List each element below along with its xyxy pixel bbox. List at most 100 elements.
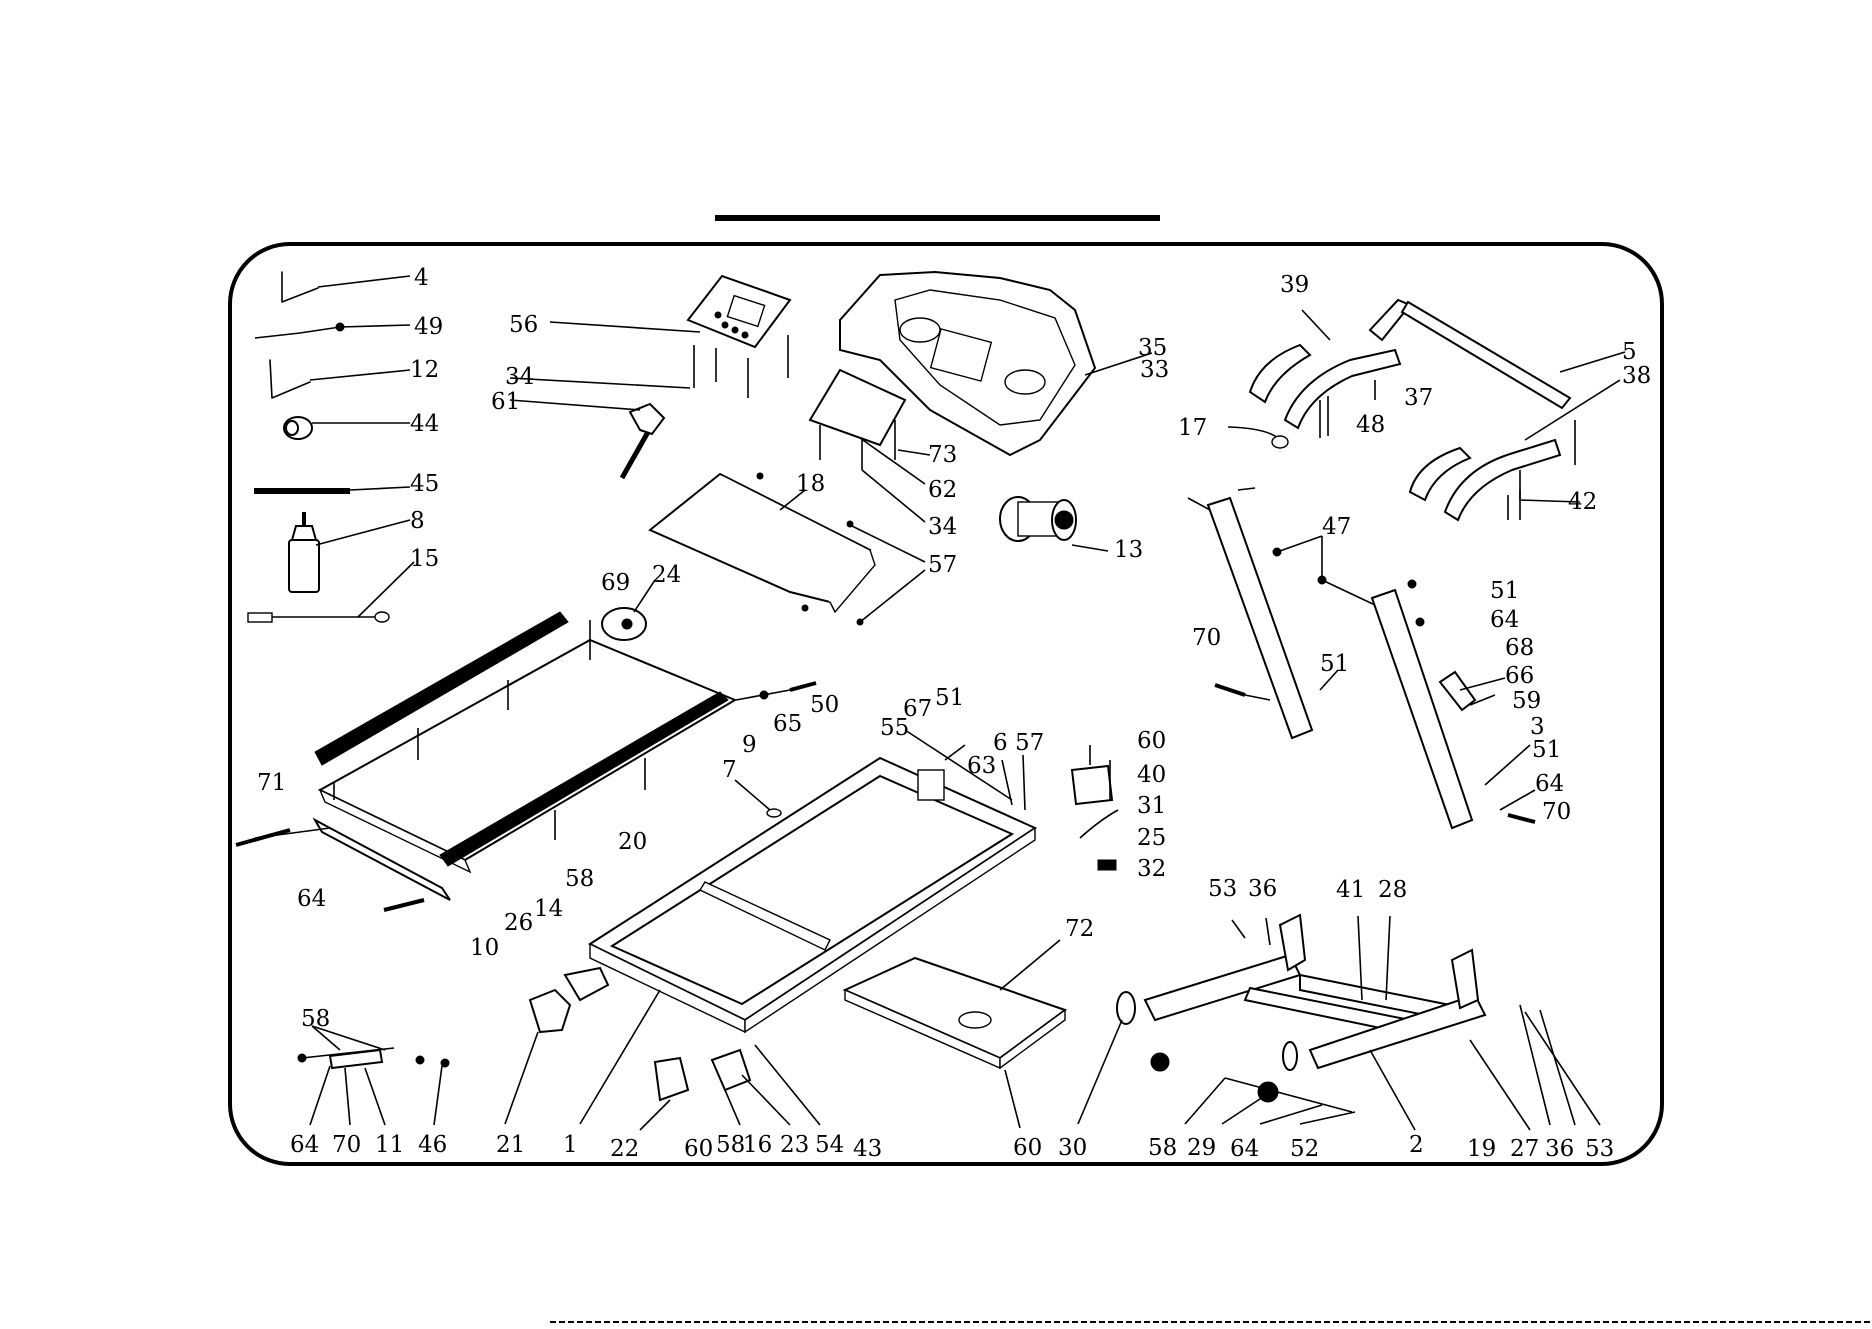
main-frame-1 xyxy=(580,758,1035,1124)
label-62: 62 xyxy=(928,477,957,503)
label-39: 39 xyxy=(1280,272,1309,298)
safety-clip-61 xyxy=(510,400,664,478)
label-12: 12 xyxy=(410,357,439,383)
end-cap-set-16-23-54 xyxy=(712,1045,820,1125)
label-7: 7 xyxy=(722,757,737,783)
label-66: 66 xyxy=(1505,663,1534,689)
label-70b: 70 xyxy=(1542,799,1571,825)
label-9: 9 xyxy=(742,732,757,758)
console-panel-56 xyxy=(550,276,790,347)
label-30: 30 xyxy=(1058,1135,1087,1161)
label-18: 18 xyxy=(796,471,825,497)
label-51b: 51 xyxy=(1320,651,1349,677)
label-73: 73 xyxy=(928,442,957,468)
label-64c: 64 xyxy=(1535,771,1564,797)
label-64e: 64 xyxy=(1230,1136,1259,1162)
label-2: 2 xyxy=(1409,1132,1424,1158)
label-51c: 51 xyxy=(1490,578,1519,604)
safety-key-49 xyxy=(255,323,410,338)
label-58a: 58 xyxy=(565,866,594,892)
motor-cover-18 xyxy=(650,473,925,625)
label-35: 35 xyxy=(1138,335,1167,361)
label-51a: 51 xyxy=(935,685,964,711)
label-70c: 70 xyxy=(332,1132,361,1158)
label-13: 13 xyxy=(1114,537,1143,563)
bolt-45 xyxy=(254,487,410,491)
label-59: 59 xyxy=(1512,688,1541,714)
label-72: 72 xyxy=(1065,916,1094,942)
label-23: 23 xyxy=(780,1132,809,1158)
allen-wrench-12 xyxy=(270,360,410,398)
label-57b: 57 xyxy=(1015,730,1044,756)
label-11: 11 xyxy=(375,1132,404,1158)
label-53b: 53 xyxy=(1585,1136,1614,1162)
wheel-30 xyxy=(1078,992,1135,1124)
label-32: 32 xyxy=(1137,856,1166,882)
base-frame-2 xyxy=(1145,915,1530,1130)
motor-13 xyxy=(1000,497,1108,551)
cable-17 xyxy=(1228,427,1288,448)
label-67: 67 xyxy=(903,696,932,722)
label-21: 21 xyxy=(496,1132,525,1158)
label-29: 29 xyxy=(1187,1135,1216,1161)
label-4: 4 xyxy=(414,265,429,291)
label-16: 16 xyxy=(743,1132,772,1158)
label-61: 61 xyxy=(491,389,520,415)
label-38: 38 xyxy=(1622,363,1651,389)
label-58c: 58 xyxy=(716,1132,745,1158)
label-53: 53 xyxy=(1208,876,1237,902)
bolts-70-51-64 xyxy=(1215,670,1535,822)
label-64a: 64 xyxy=(297,886,326,912)
label-48: 48 xyxy=(1356,412,1385,438)
bracket-66-59 xyxy=(1440,672,1505,710)
label-60a: 60 xyxy=(1137,728,1166,754)
label-15: 15 xyxy=(410,546,439,572)
label-8: 8 xyxy=(410,508,425,534)
label-56: 56 xyxy=(509,312,538,338)
label-54: 54 xyxy=(815,1132,844,1158)
label-50: 50 xyxy=(810,692,839,718)
bolt-50-65 xyxy=(736,683,816,700)
label-26: 26 xyxy=(504,910,533,936)
label-43: 43 xyxy=(853,1136,882,1162)
label-47: 47 xyxy=(1322,514,1351,540)
label-36: 36 xyxy=(1248,876,1277,902)
cable-15 xyxy=(248,562,414,622)
label-20: 20 xyxy=(618,829,647,855)
end-cap-21 xyxy=(505,968,608,1124)
label-63: 63 xyxy=(967,753,996,779)
label-10: 10 xyxy=(470,935,499,961)
label-64b: 64 xyxy=(1490,607,1519,633)
label-27: 27 xyxy=(1510,1136,1539,1162)
label-70a: 70 xyxy=(1192,625,1221,651)
label-22: 22 xyxy=(610,1136,639,1162)
label-51d: 51 xyxy=(1532,737,1561,763)
label-31: 31 xyxy=(1137,793,1166,819)
label-14: 14 xyxy=(534,896,563,922)
running-deck-20 xyxy=(320,640,735,872)
end-cap-22 xyxy=(640,1058,688,1130)
label-71: 71 xyxy=(257,770,286,796)
label-1: 1 xyxy=(563,1132,578,1158)
label-24: 24 xyxy=(652,562,681,588)
label-44: 44 xyxy=(410,411,439,437)
label-36b: 36 xyxy=(1545,1136,1574,1162)
label-19: 19 xyxy=(1467,1136,1496,1162)
label-46: 46 xyxy=(418,1132,447,1158)
label-45: 45 xyxy=(410,471,439,497)
label-17: 17 xyxy=(1178,415,1207,441)
link-assembly-11 xyxy=(298,1026,449,1125)
bushing-44 xyxy=(284,417,410,439)
label-37: 37 xyxy=(1404,385,1433,411)
label-60c: 60 xyxy=(1013,1135,1042,1161)
base-tray-72 xyxy=(845,940,1065,1128)
label-42: 42 xyxy=(1568,489,1597,515)
label-65: 65 xyxy=(773,711,802,737)
label-69: 69 xyxy=(601,570,630,596)
allen-wrench-4 xyxy=(282,272,410,302)
label-28: 28 xyxy=(1378,877,1407,903)
label-5: 5 xyxy=(1622,339,1637,365)
label-57: 57 xyxy=(928,552,957,578)
oil-bottle-8 xyxy=(289,512,410,592)
